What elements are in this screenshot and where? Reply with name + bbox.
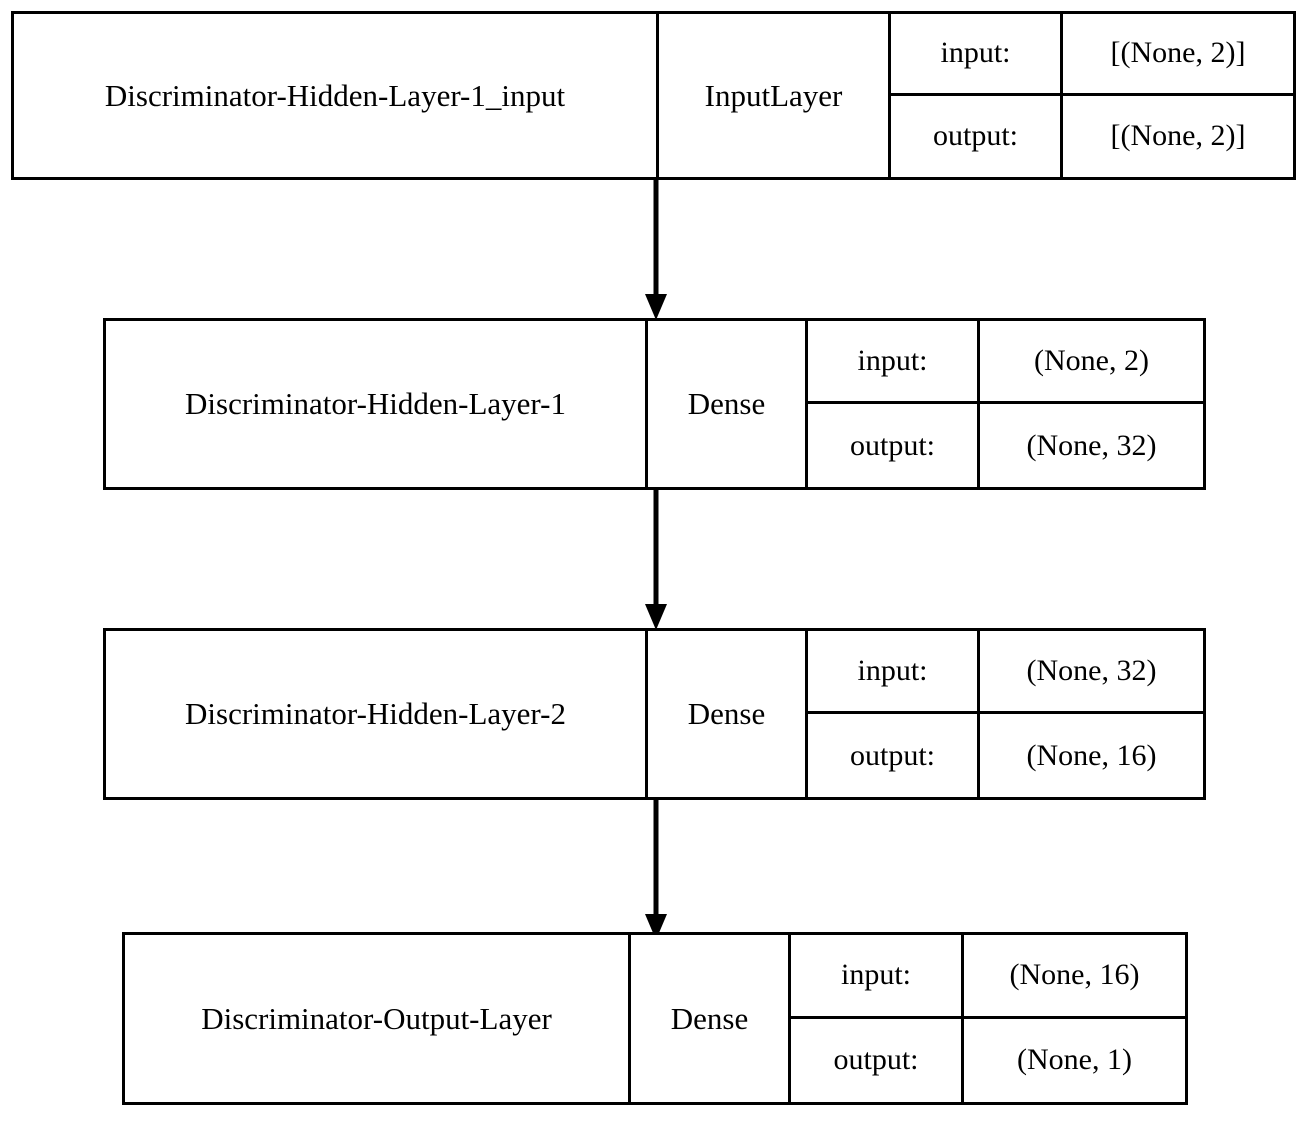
node-io-table: input: (None, 2) output: (None, 32) [805, 321, 1203, 487]
io-row-input: input: (None, 2) [808, 321, 1203, 404]
io-row-output: output: (None, 16) [808, 714, 1203, 797]
output-label: output: [849, 738, 935, 772]
node-label: Discriminator-Output-Layer [201, 1000, 552, 1036]
node-discriminator-output-layer[interactable]: Discriminator-Output-Layer Dense input: … [122, 932, 1188, 1105]
input-label: input: [840, 958, 911, 992]
node-io-table: input: (None, 32) output: (None, 16) [805, 631, 1203, 797]
node-type-label: Dense [645, 321, 805, 487]
node-label: Discriminator-Hidden-Layer-1_input [104, 77, 566, 113]
node-discriminator-hidden-layer-1[interactable]: Discriminator-Hidden-Layer-1 Dense input… [103, 318, 1206, 490]
node-discriminator-hidden-layer-2[interactable]: Discriminator-Hidden-Layer-2 Dense input… [103, 628, 1206, 800]
input-shape-value: (None, 32) [977, 631, 1203, 711]
output-shape-value: (None, 1) [961, 1018, 1185, 1102]
arrow-hidden2-to-output [641, 800, 671, 940]
input-label: input: [940, 36, 1011, 70]
input-shape-value: [(None, 2)] [1060, 14, 1293, 93]
io-row-output: output: (None, 32) [808, 404, 1203, 487]
io-row-output: output: [(None, 2)] [891, 95, 1293, 177]
io-row-input: input: (None, 32) [808, 631, 1203, 714]
output-label: output: [849, 428, 935, 462]
input-shape-value: (None, 16) [961, 935, 1185, 1016]
arrow-icon [645, 800, 667, 940]
node-io-table: input: [(None, 2)] output: [(None, 2)] [888, 14, 1293, 177]
io-row-output: output: (None, 1) [791, 1018, 1185, 1102]
input-shape-value: (None, 2) [977, 321, 1203, 401]
output-label: output: [833, 1043, 919, 1077]
node-label: Discriminator-Hidden-Layer-1 [185, 386, 566, 421]
output-shape-value: [(None, 2)] [1060, 95, 1293, 177]
output-shape-value: (None, 16) [977, 714, 1203, 797]
node-discriminator-hidden-layer-1-input[interactable]: Discriminator-Hidden-Layer-1_input Input… [11, 11, 1296, 180]
node-label: Discriminator-Hidden-Layer-2 [185, 696, 566, 731]
input-label: input: [857, 654, 928, 687]
arrow-input-to-hidden1 [641, 180, 671, 320]
node-type-label: Dense [628, 935, 788, 1102]
input-label: input: [857, 344, 928, 377]
node-io-table: input: (None, 16) output: (None, 1) [788, 935, 1185, 1102]
output-shape-value: (None, 32) [977, 404, 1203, 487]
output-label: output: [932, 119, 1018, 153]
arrow-hidden1-to-hidden2 [641, 490, 671, 630]
node-type-label: InputLayer [656, 14, 888, 177]
arrow-icon [645, 180, 667, 320]
io-row-input: input: (None, 16) [791, 935, 1185, 1019]
arrow-icon [645, 490, 667, 630]
io-row-input: input: [(None, 2)] [891, 14, 1293, 96]
node-type-label: Dense [645, 631, 805, 797]
